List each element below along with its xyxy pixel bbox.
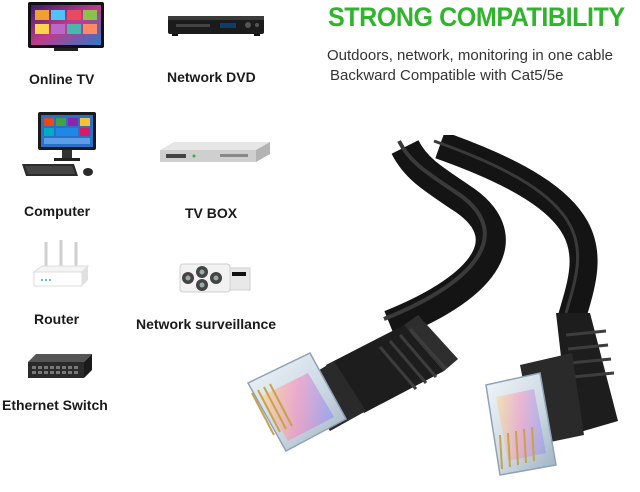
tv-icon (28, 2, 104, 51)
device-label-tv-box: TV BOX (185, 205, 238, 221)
device-label-network-dvd: Network DVD (167, 69, 256, 85)
device-label-router: Router (34, 311, 80, 327)
subtitle-line-1: Outdoors, network, monitoring in one cab… (327, 47, 613, 64)
tv-box-icon (160, 142, 270, 162)
camera-icon (179, 263, 251, 293)
page-title: STRONG COMPATIBILITY (328, 2, 625, 32)
device-label-computer: Computer (24, 203, 91, 219)
switch-icon (28, 354, 92, 378)
plug-left (246, 352, 348, 453)
ethernet-cable-illustration (246, 135, 618, 476)
device-label-network-surveillance: Network surveillance (136, 316, 277, 332)
router-icon (32, 240, 90, 287)
plug-right (485, 372, 557, 476)
dvd-player-icon (168, 16, 264, 36)
computer-icon (22, 112, 96, 176)
device-label-ethernet-switch: Ethernet Switch (2, 397, 108, 413)
device-label-online-tv: Online TV (29, 71, 95, 87)
subtitle-line-2: Backward Compatible with Cat5/5e (330, 67, 564, 84)
